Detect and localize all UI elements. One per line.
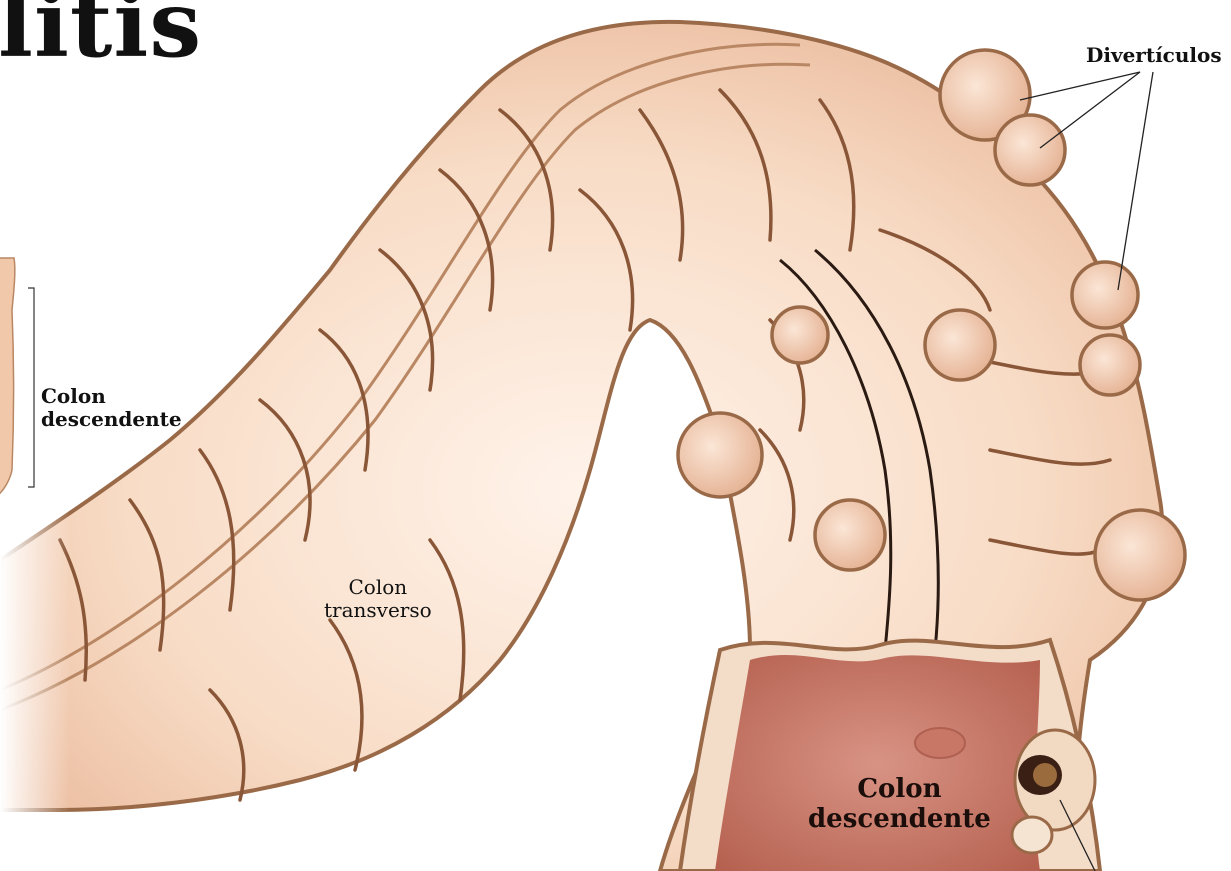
label-line: descendente — [808, 805, 991, 835]
label-line: Colon — [324, 576, 432, 599]
colon-descendente-thumbnail-label: Colon descendente — [41, 385, 182, 431]
diverticulum-pouch-icon — [772, 307, 828, 363]
colon-descendente-label: Colon descendente — [808, 775, 991, 835]
diverticulum-pouch-icon — [815, 500, 885, 570]
diverticulum-pouch-icon — [1072, 262, 1138, 328]
diverticulum-pouch-icon — [678, 413, 762, 497]
label-line: descendente — [41, 408, 182, 431]
colon-outline-thumbnail-icon — [0, 258, 34, 495]
colon-cross-section — [680, 640, 1100, 871]
page-title: litis — [0, 0, 202, 70]
diverticulum-pouch-icon — [1095, 510, 1185, 600]
diverticulum-pouch-icon — [995, 115, 1065, 185]
label-line: Colon — [41, 385, 182, 408]
diverticulos-label: Divertículos — [1086, 44, 1222, 67]
label-line: Colon — [808, 775, 991, 805]
label-line: transverso — [324, 599, 432, 622]
diverticulum-pouch-icon — [925, 310, 995, 380]
colon-transverso-label: Colon transverso — [324, 576, 432, 622]
diverticulum-pouch-icon — [1080, 335, 1140, 395]
